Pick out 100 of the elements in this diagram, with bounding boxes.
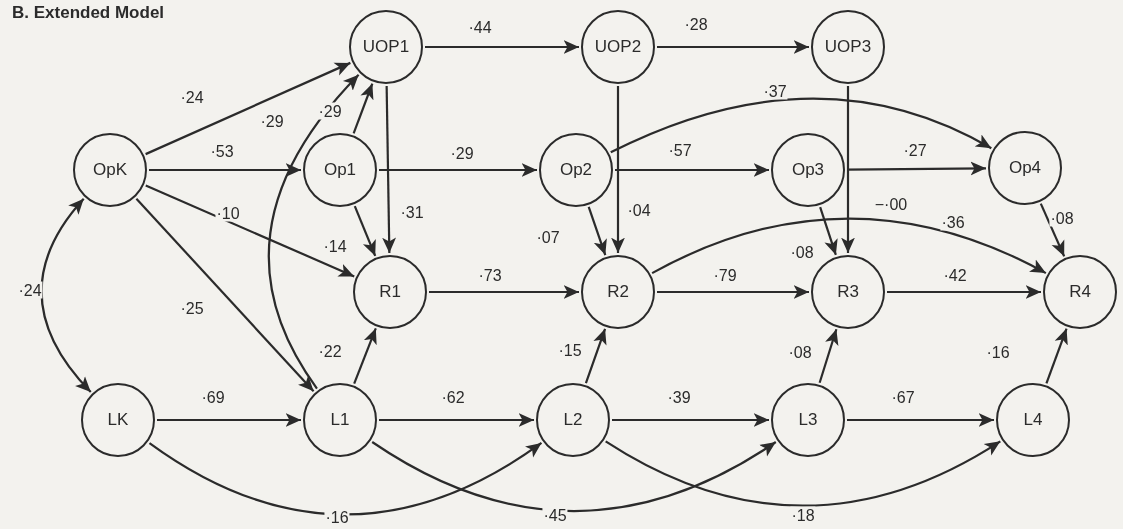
path-coefficient: ·29 [449, 144, 475, 162]
variable-name: R3 [837, 282, 859, 302]
path-coefficient: ·16 [985, 343, 1011, 361]
arrow [657, 40, 809, 54]
variable-circle [811, 10, 885, 84]
arrow [1045, 328, 1068, 384]
variable-circle [581, 10, 655, 84]
variable-circle [771, 383, 845, 457]
path-coefficient: ·07 [535, 228, 561, 246]
variable-circle [996, 383, 1070, 457]
path-coefficient: ·08 [787, 343, 813, 361]
variable-circle [539, 133, 613, 207]
path-coefficient: ·69 [200, 388, 226, 406]
path-coefficient: ·16 [324, 508, 350, 526]
path-coefficient: ·08 [1049, 209, 1075, 227]
arrow [371, 441, 777, 512]
arrow [157, 413, 301, 427]
path-coefficient: ·45 [542, 506, 568, 524]
variable-circle [353, 255, 427, 329]
variable-name: LK [107, 410, 129, 430]
path-coefficient: ·53 [209, 142, 235, 160]
path-coefficient: ·79 [712, 266, 738, 284]
variable-name: R2 [607, 282, 629, 302]
path-coefficient: ·24 [17, 281, 43, 299]
path-coefficient: ·18 [790, 506, 816, 524]
path-coefficient: ·57 [667, 141, 693, 159]
arrow [610, 97, 992, 154]
variable-name: OpK [93, 160, 127, 180]
path-coefficient: ·29 [317, 102, 343, 120]
variable-circle [303, 133, 377, 207]
variable-circle [536, 383, 610, 457]
path-coefficient: ·73 [477, 266, 503, 284]
arrow [429, 285, 579, 299]
arrow [149, 163, 301, 177]
variable-circle [771, 133, 845, 207]
arrow [379, 163, 537, 177]
path-coefficient: ·36 [940, 213, 966, 231]
path-coefficient: ·28 [683, 15, 709, 33]
variable-circle [73, 133, 147, 207]
path-coefficient: ·39 [666, 388, 692, 406]
variable-name: UOP1 [362, 37, 410, 57]
arrow [651, 217, 1047, 275]
variable-name: R4 [1069, 282, 1091, 302]
arrow [611, 86, 625, 253]
variable-name: Op1 [323, 160, 357, 180]
variable-name: R1 [379, 282, 401, 302]
arrow [1039, 203, 1066, 257]
path-coefficient: ·04 [626, 201, 652, 219]
arrow [40, 198, 92, 393]
arrow [587, 206, 607, 256]
path-coefficient: ·62 [440, 388, 466, 406]
arrow [352, 83, 374, 134]
variable-circle [811, 255, 885, 329]
path-coefficient: ·67 [890, 388, 916, 406]
arrow [819, 206, 838, 256]
path-coefficient: ·42 [942, 266, 968, 284]
variable-name: L3 [798, 410, 818, 430]
arrow [847, 161, 986, 176]
arrow [148, 442, 543, 516]
path-coefficient: ·15 [557, 341, 583, 359]
arrow [425, 40, 579, 54]
arrow [267, 74, 360, 390]
arrow [382, 86, 397, 253]
path-coefficient: ·14 [322, 237, 348, 255]
variable-name: UOP3 [824, 37, 872, 57]
variable-circle [81, 383, 155, 457]
arrow [353, 327, 377, 385]
variable-name: L2 [563, 410, 583, 430]
variable-name: L1 [330, 410, 350, 430]
variable-circle [303, 383, 377, 457]
arrow [379, 413, 534, 427]
arrow [135, 197, 315, 393]
path-coefficient: ·37 [762, 82, 788, 100]
variable-name: UOP2 [594, 37, 642, 57]
arrow [145, 184, 355, 278]
arrow [353, 205, 377, 257]
arrow [145, 61, 351, 156]
variable-circle [1043, 255, 1117, 329]
path-coefficient: ·08 [789, 243, 815, 261]
diagram-title: B. Extended Model [12, 3, 165, 23]
variable-circle [581, 255, 655, 329]
arrow [818, 328, 839, 384]
path-coefficient: ·10 [215, 204, 241, 222]
arrow [584, 328, 607, 384]
arrow [615, 163, 769, 177]
arrow [847, 413, 994, 427]
arrow [841, 86, 855, 253]
variable-name: L4 [1023, 410, 1043, 430]
arrow [887, 285, 1041, 299]
arrow [612, 413, 769, 427]
variable-name: Op3 [791, 160, 825, 180]
path-coefficient: ·29 [259, 112, 285, 130]
path-coefficient: −·00 [873, 195, 909, 213]
path-coefficient: ·25 [179, 299, 205, 317]
variable-name: Op2 [559, 160, 593, 180]
arrow [657, 285, 809, 299]
path-coefficient: ·27 [902, 141, 928, 159]
arrow [605, 440, 1001, 507]
variable-name: Op4 [1008, 158, 1042, 178]
variable-circle [988, 131, 1062, 205]
